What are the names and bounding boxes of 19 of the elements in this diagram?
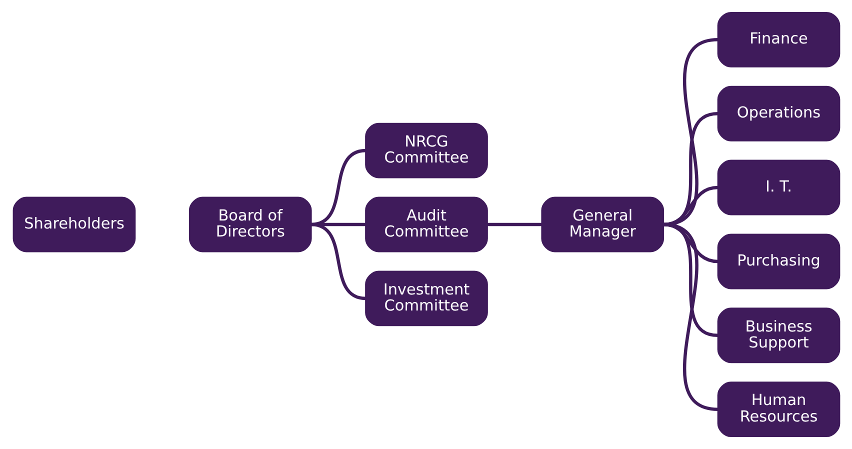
node-box: Operations <box>716 86 840 142</box>
node-box: NRCG Committee <box>364 122 488 178</box>
node-box: Investment Committee <box>364 270 488 326</box>
node-box: Human Resources <box>716 382 840 438</box>
node-box: Purchasing <box>716 234 840 290</box>
node-box: Shareholders <box>12 196 136 252</box>
node-box: Business Support <box>716 308 840 364</box>
node-box: Board of Directors <box>188 196 312 252</box>
node-box: Audit Committee <box>364 196 488 252</box>
connector <box>662 112 718 226</box>
connector <box>662 186 718 226</box>
connector <box>486 222 542 226</box>
node-box: General Manager <box>540 196 664 252</box>
connector <box>662 222 718 411</box>
connector <box>662 38 718 226</box>
node-box: I. T. <box>716 160 840 216</box>
node-box: Finance <box>716 12 840 68</box>
connector <box>310 222 366 300</box>
connector <box>310 148 366 226</box>
